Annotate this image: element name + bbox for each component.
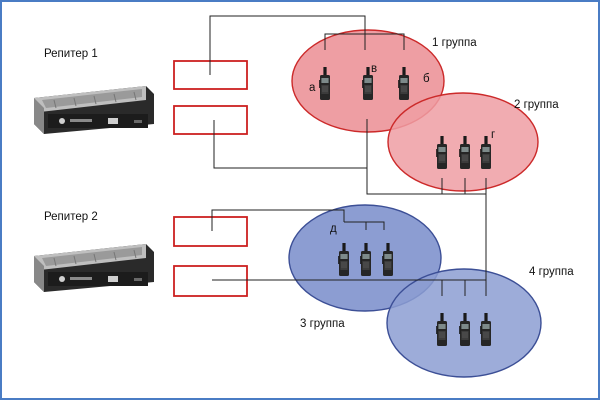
radio-label-a: а: [309, 82, 316, 94]
group-4-label: 4 группа: [529, 266, 574, 278]
channel-box-2a: [173, 216, 248, 247]
group-2-area: [387, 92, 539, 192]
channel-box-2b: [173, 265, 248, 297]
group-3-label: 3 группа: [300, 318, 345, 330]
repeater-2-device: [33, 243, 155, 293]
radio-label-b: б: [423, 73, 430, 85]
repeater-1-device: [33, 85, 155, 135]
repeater-2-label: Репитер 2: [44, 211, 98, 223]
radio-label-g: г: [491, 129, 495, 141]
group-1-label: 1 группа: [432, 37, 477, 49]
channel-box-1b: [173, 105, 248, 135]
connection-lines: [209, 15, 487, 296]
repeater-1-label: Репитер 1: [44, 48, 98, 60]
group-2-label: 2 группа: [514, 99, 559, 111]
radio-label-d: д: [330, 223, 337, 235]
radio-label-v: в: [371, 63, 377, 75]
